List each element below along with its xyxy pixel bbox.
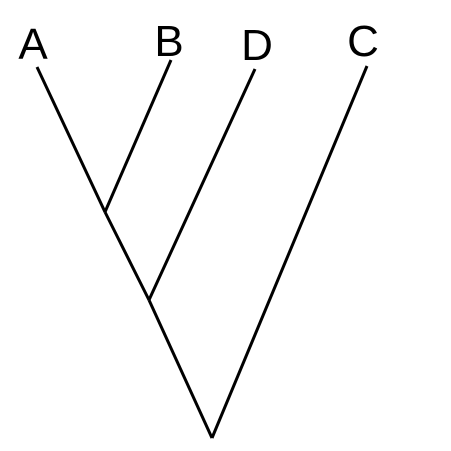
branch-A-B-D-clade-to-A-B-clade — [103, 211, 151, 301]
taxon-label-c: C — [347, 17, 379, 66]
branch-A-B-clade-to-A — [35, 66, 107, 213]
taxon-label-a: A — [18, 20, 48, 69]
branch-A-B-clade-to-B — [103, 59, 173, 213]
branch-root-to-C — [210, 65, 369, 439]
taxon-label-b: B — [154, 17, 183, 66]
branch-A-B-D-clade-to-D — [147, 68, 257, 301]
taxon-label-d: D — [241, 21, 273, 70]
branch-root-to-A-B-D-clade — [147, 299, 214, 439]
